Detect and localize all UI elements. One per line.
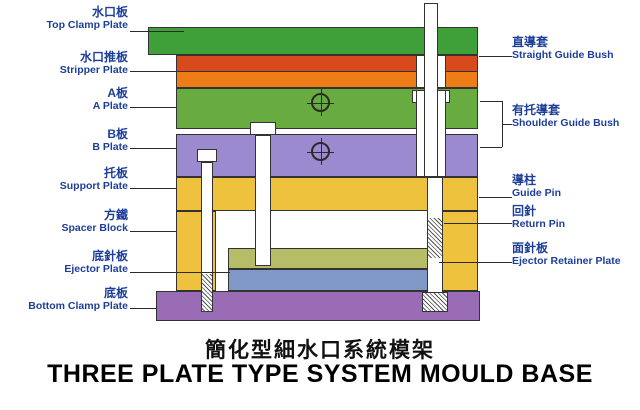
leader-top-clamp-plate (130, 31, 184, 32)
label-return-pin: 回針 Return Pin (512, 205, 638, 231)
label-zh: 托板 (103, 166, 128, 180)
label-en: Spacer Block (61, 222, 128, 234)
leader-guide-pin (479, 197, 512, 198)
bracket-shoulder-guide-bush (502, 101, 503, 147)
label-zh: 方鐵 (103, 208, 128, 222)
label-bottom-clamp-plate: 底板 Bottom Clamp Plate (6, 287, 128, 313)
leader-bottom-clamp-plate (130, 308, 157, 309)
label-support-plate: 托板 Support Plate (6, 167, 128, 193)
top-clamp-plate-shape (148, 27, 478, 55)
label-zh: 導柱 (512, 173, 537, 187)
label-ejector-retainer-plate: 面針板 Ejector Retainer Plate (512, 242, 638, 268)
label-en: Return Pin (512, 218, 566, 230)
label-zh: B板 (107, 127, 128, 141)
leader-spacer-block (130, 231, 176, 232)
bracket-shoulder-top (480, 101, 502, 102)
label-en: Top Clamp Plate (46, 19, 128, 31)
label-zh: 面針板 (512, 241, 549, 255)
screw-hole-icon (307, 138, 334, 165)
label-straight-guide-bush: 直導套 Straight Guide Bush (512, 36, 638, 62)
return-pin-thread (428, 218, 442, 258)
label-stripper-plate: 水口推板 Stripper Plate (6, 51, 128, 77)
label-en: Guide Pin (512, 187, 562, 199)
leader-b-plate (130, 148, 176, 149)
centre-pillar-head (250, 122, 276, 135)
leader-support-plate (130, 188, 176, 189)
label-zh: 水口推板 (79, 50, 128, 64)
label-en: Support Plate (59, 180, 128, 192)
label-en: Straight Guide Bush (512, 49, 614, 61)
label-en: A Plate (92, 100, 128, 112)
title-english: THREE PLATE TYPE SYSTEM MOULD BASE (47, 360, 593, 388)
leader-stripper-plate (130, 71, 176, 72)
label-en: Ejector Retainer Plate (512, 255, 621, 267)
label-spacer-block: 方鐵 Spacer Block (6, 209, 128, 235)
return-pin-foot (422, 292, 448, 312)
left-pin-thread (202, 274, 212, 312)
parting-gap (177, 129, 477, 134)
label-zh: 底針板 (91, 249, 128, 263)
label-en: Ejector Plate (64, 263, 128, 275)
label-guide-pin: 導柱 Guide Pin (512, 174, 638, 200)
leader-a-plate (130, 107, 176, 108)
leader-straight-guide-bush (479, 56, 512, 57)
spacer-block-right-shape (442, 211, 478, 291)
label-zh: 有托導套 (512, 103, 561, 117)
centre-pillar-shaft (255, 135, 271, 266)
stripper-plate-shape-lower (176, 71, 478, 88)
bracket-shoulder-mid (503, 124, 512, 125)
label-a-plate: A板 A Plate (6, 87, 128, 113)
label-en: Stripper Plate (59, 64, 128, 76)
leader-ejector-retainer-plate (439, 262, 512, 263)
screw-hole-icon (307, 89, 334, 116)
label-zh: 直導套 (512, 35, 549, 49)
leader-return-pin (444, 223, 512, 224)
label-en: Shoulder Guide Bush (512, 117, 620, 129)
label-zh: 水口板 (91, 5, 128, 19)
bracket-shoulder-bottom (480, 147, 502, 148)
label-en: B Plate (92, 141, 128, 153)
label-ejector-plate: 底針板 Ejector Plate (6, 250, 128, 276)
label-shoulder-guide-bush: 有托導套 Shoulder Guide Bush (512, 104, 638, 130)
left-pin-head (197, 149, 217, 162)
guide-pin-shape (424, 3, 438, 177)
label-zh: 底板 (103, 286, 128, 300)
label-b-plate: B板 B Plate (6, 128, 128, 154)
label-zh: 回針 (512, 204, 537, 218)
label-zh: A板 (107, 86, 128, 100)
label-en: Bottom Clamp Plate (28, 300, 128, 312)
leader-ejector-plate (130, 272, 230, 273)
title-chinese: 簡化型細水口系統模架 (205, 339, 435, 362)
ejector-plate-shape (228, 269, 438, 291)
label-top-clamp-plate: 水口板 Top Clamp Plate (6, 6, 128, 32)
